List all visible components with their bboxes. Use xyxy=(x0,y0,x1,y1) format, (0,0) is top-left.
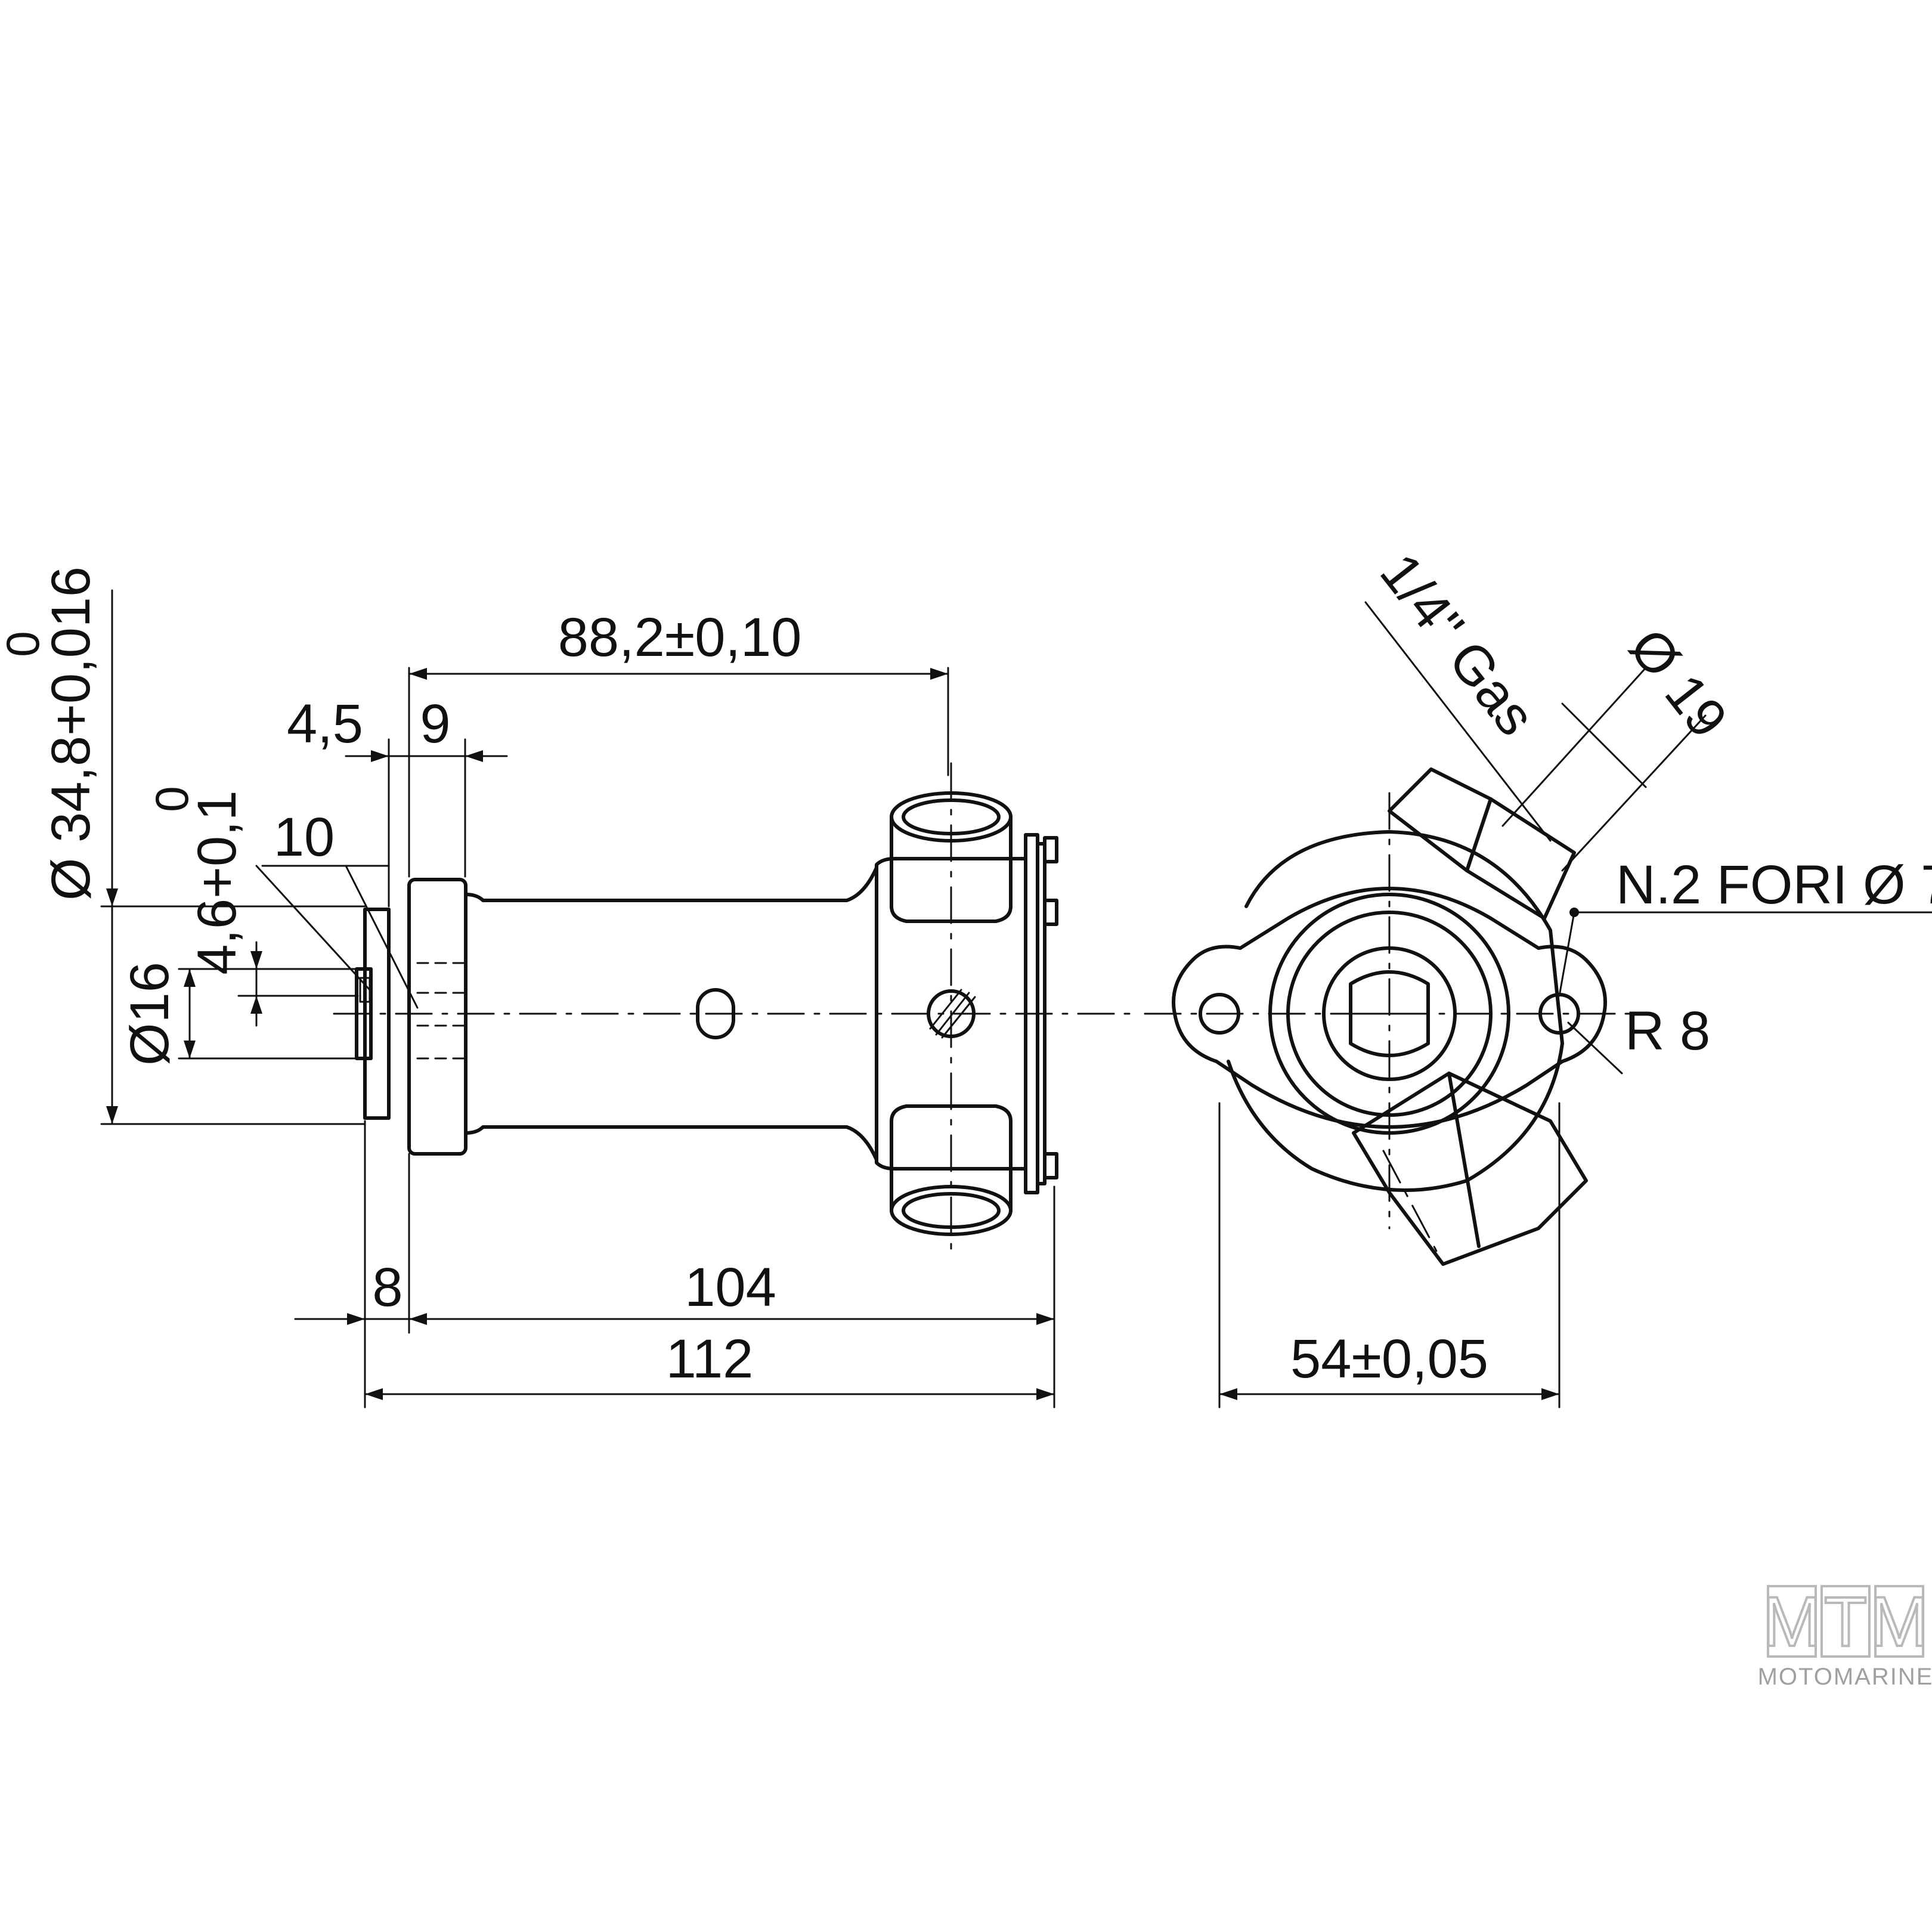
logo-letter-2: T xyxy=(1824,1583,1867,1661)
arrow-head xyxy=(347,1313,365,1325)
dim-shaft-tol: 0 xyxy=(0,631,49,657)
port-thread-label: 1/4" Gas xyxy=(1368,543,1547,747)
dim-88-label: 88,2±0,10 xyxy=(558,607,802,668)
dim-112-label: 112 xyxy=(666,1329,754,1389)
leader-line xyxy=(1558,911,1575,997)
arrow-head xyxy=(184,1041,196,1058)
dim-10-label: 10 xyxy=(274,807,335,868)
dim-line xyxy=(1561,702,1647,788)
port-thread-group: 1/4" Gas xyxy=(1368,543,1547,747)
mount-hole-left xyxy=(1199,993,1240,1035)
hub-mid xyxy=(1286,911,1493,1117)
port-dia-group: Ø 19 xyxy=(1618,618,1739,749)
dim-key-group: 0 4,6+0,1 xyxy=(145,786,247,974)
dim-9-label: 9 xyxy=(420,693,450,754)
arrow-head xyxy=(1219,1388,1237,1400)
arrow-head xyxy=(465,750,483,762)
logo-box-1 xyxy=(1767,1585,1817,1658)
screw-3 xyxy=(1043,1152,1058,1179)
leader-line xyxy=(255,865,371,991)
hub-inner xyxy=(1322,946,1457,1081)
flange xyxy=(407,878,467,1156)
boss-hatch-3 xyxy=(929,989,962,1030)
dim-4-5-label: 4,5 xyxy=(287,693,363,754)
end-view: 1/4" Gas Ø 19 N.2 FORI Ø 7 R 8 54±0,05 xyxy=(1144,543,1932,1408)
dim-104-label: 104 xyxy=(685,1257,776,1318)
lower-port-housing xyxy=(1352,1072,1588,1266)
dim-key-label: 4,6+0,1 xyxy=(187,790,247,975)
arrow-head xyxy=(1541,1388,1559,1400)
arrow-head xyxy=(365,1388,383,1400)
logo-letter-1: M xyxy=(1763,1583,1821,1661)
lower-port-edge xyxy=(1447,1072,1481,1248)
arrow-head xyxy=(930,668,948,680)
dim-shaft-label: Ø 34,8+0,016 xyxy=(41,566,101,900)
screw-2 xyxy=(1043,899,1058,926)
leader-line xyxy=(1567,1021,1623,1075)
arrow-head xyxy=(184,969,196,987)
leader-line xyxy=(1364,601,1552,842)
logo-subtitle: MOTOMARINE xyxy=(1758,1664,1932,1690)
arrow-head xyxy=(409,1313,427,1325)
end-flange xyxy=(1172,887,1607,1129)
arrow-head xyxy=(106,1106,118,1124)
rear-housing xyxy=(1227,830,1564,1192)
boss-hatch-2 xyxy=(941,996,976,1039)
dim-shaft-group: Ø 34,8+0,016 0 xyxy=(0,566,101,900)
arrow-head xyxy=(250,951,262,969)
screw-1 xyxy=(1043,836,1058,863)
lower-port-centerline xyxy=(1382,1150,1438,1253)
dim-key-tol: 0 xyxy=(145,786,198,812)
port-dia-label: Ø 19 xyxy=(1618,618,1739,749)
mount-plate xyxy=(363,908,391,1120)
logo-box-3 xyxy=(1874,1585,1924,1658)
holes-label: N.2 FORI Ø 7 xyxy=(1616,854,1932,915)
radius-label: R 8 xyxy=(1625,1001,1710,1061)
side-view: 88,2±0,10 4,5 9 10 0 4,6+0,1 Ø16 Ø 34,8+… xyxy=(0,566,1134,1408)
ext-line xyxy=(1501,667,1647,827)
arrow-head xyxy=(250,996,262,1014)
arrow-head xyxy=(106,888,118,906)
shaft-stub xyxy=(355,967,373,1060)
cover-gasket xyxy=(1036,842,1046,1185)
ext-line xyxy=(1561,714,1707,872)
body-slot xyxy=(696,988,735,1039)
dim-54-label: 54±0,05 xyxy=(1290,1329,1488,1389)
leader-dot xyxy=(1569,908,1579,917)
shaft-end xyxy=(1349,970,1430,1057)
arrow-head xyxy=(1036,1313,1054,1325)
arrow-head xyxy=(409,668,427,680)
hub-outer xyxy=(1268,893,1510,1135)
leader-line xyxy=(345,865,419,1009)
logo-letter-3: M xyxy=(1870,1583,1928,1661)
arrowheads xyxy=(106,668,1579,1400)
mtm-logo: M T M MOTOMARINE xyxy=(1758,1581,1932,1690)
dim-16-label: Ø16 xyxy=(119,962,180,1066)
dim-8-label: 8 xyxy=(372,1257,402,1318)
arrow-head xyxy=(371,750,389,762)
arrow-head xyxy=(1036,1388,1054,1400)
boss-hatch-1 xyxy=(935,992,970,1036)
logo-box-2 xyxy=(1820,1585,1871,1658)
